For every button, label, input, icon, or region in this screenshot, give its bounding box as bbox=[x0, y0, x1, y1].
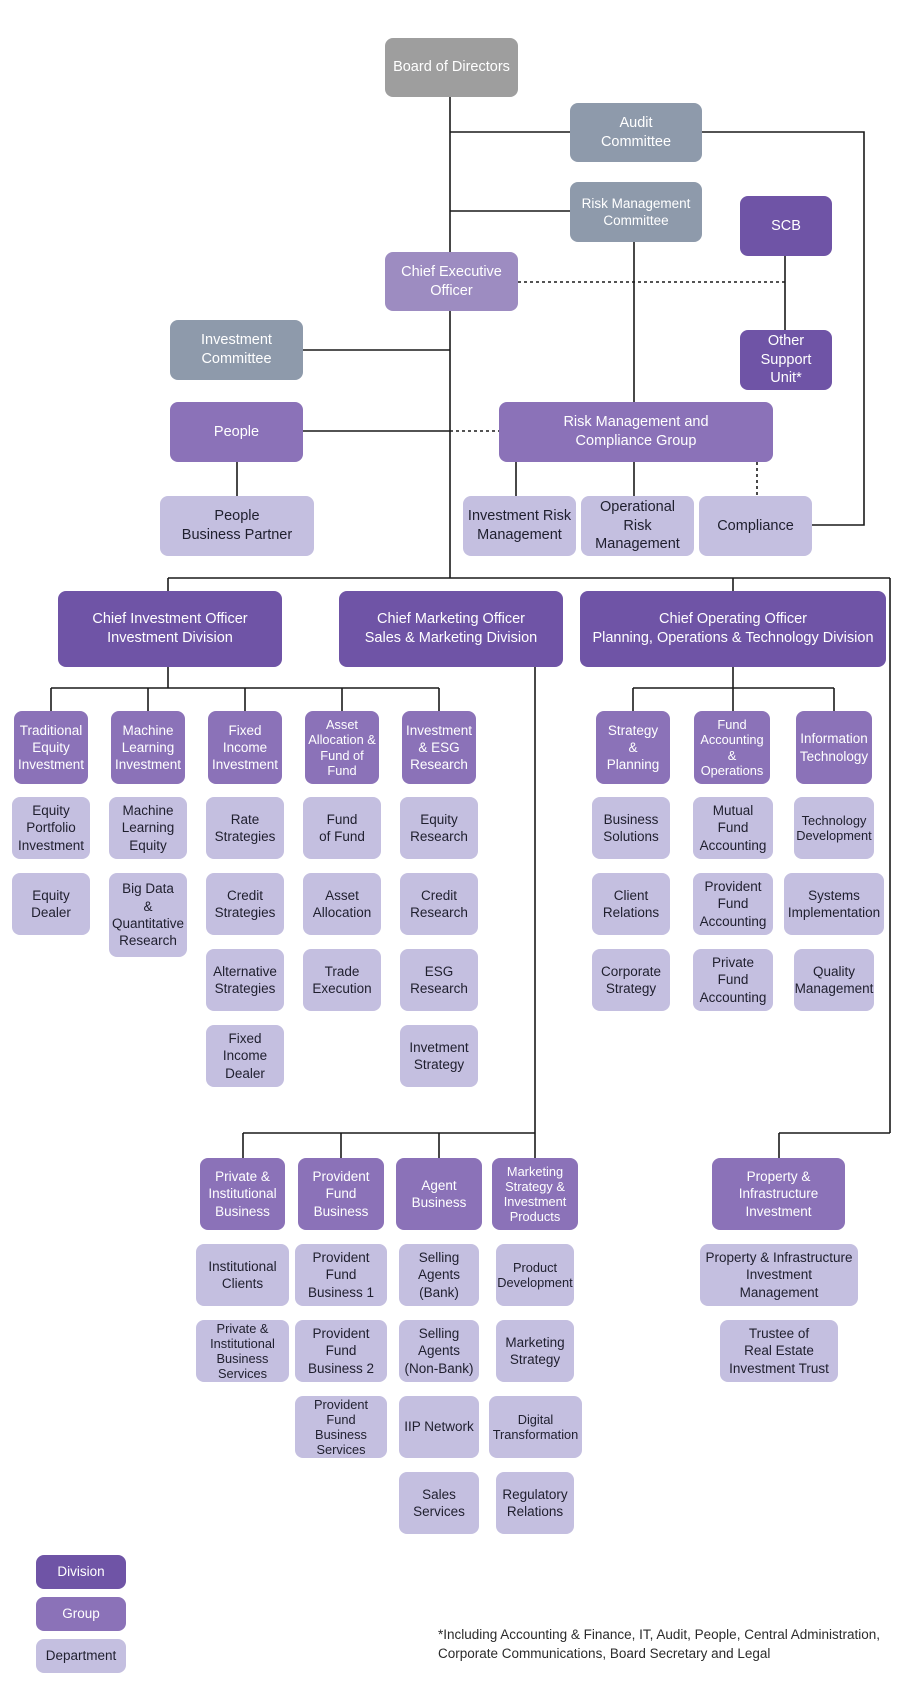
dept-property-infrastructure-management: Property & Infrastructure Investment Man… bbox=[700, 1244, 858, 1306]
legend-division: Division bbox=[36, 1555, 126, 1589]
dept-business-solutions: Business Solutions bbox=[592, 797, 670, 859]
chief-executive-officer-box: Chief Executive Officer bbox=[385, 252, 518, 311]
dept-iip-network: IIP Network bbox=[399, 1396, 479, 1458]
legend-department: Department bbox=[36, 1639, 126, 1673]
dept-esg-research: ESG Research bbox=[400, 949, 478, 1011]
dept-provident-fund-business-1: Provident Fund Business 1 bbox=[295, 1244, 387, 1306]
group-agent-business: Agent Business bbox=[396, 1158, 482, 1230]
dept-alternative-strategies: Alternative Strategies bbox=[206, 949, 284, 1011]
dept-asset-allocation: Asset Allocation bbox=[303, 873, 381, 935]
group-investment-esg-research: Investment & ESG Research bbox=[402, 711, 476, 784]
dept-product-development: Product Development bbox=[496, 1244, 574, 1306]
dept-equity-research: Equity Research bbox=[400, 797, 478, 859]
board-of-directors-box: Board of Directors bbox=[385, 38, 518, 97]
cmo-division-box: Chief Marketing Officer Sales & Marketin… bbox=[339, 591, 563, 667]
group-provident-fund-business: Provident Fund Business bbox=[298, 1158, 384, 1230]
dept-marketing-strategy: Marketing Strategy bbox=[496, 1320, 574, 1382]
audit-committee-box: Audit Committee bbox=[570, 103, 702, 162]
group-fund-accounting-operations: Fund Accounting & Operations bbox=[694, 711, 770, 784]
dept-selling-agents-non-bank: Selling Agents (Non-Bank) bbox=[399, 1320, 479, 1382]
group-traditional-equity: Traditional Equity Investment bbox=[14, 711, 88, 784]
investment-risk-management-box: Investment Risk Management bbox=[463, 496, 576, 556]
coo-division-box: Chief Operating Officer Planning, Operat… bbox=[580, 591, 886, 667]
dept-big-data-quantitative: Big Data & Quantitative Research bbox=[109, 873, 187, 957]
group-private-institutional-business: Private & Institutional Business bbox=[200, 1158, 285, 1230]
dept-equity-dealer: Equity Dealer bbox=[12, 873, 90, 935]
dept-systems-implementation: Systems Implementation bbox=[784, 873, 884, 935]
operational-risk-management-box: Operational Risk Management bbox=[581, 496, 694, 556]
legend-group: Group bbox=[36, 1597, 126, 1631]
dept-provident-fund-business-2: Provident Fund Business 2 bbox=[295, 1320, 387, 1382]
people-business-partner-box: People Business Partner bbox=[160, 496, 314, 556]
dept-machine-learning-equity: Machine Learning Equity bbox=[109, 797, 187, 859]
dept-technology-development: Technology Development bbox=[794, 797, 874, 859]
group-strategy-planning: Strategy & Planning bbox=[596, 711, 670, 784]
group-fixed-income: Fixed Income Investment bbox=[208, 711, 282, 784]
dept-private-fund-accounting: Private Fund Accounting bbox=[693, 949, 773, 1011]
dept-invetment-strategy: Invetment Strategy bbox=[400, 1025, 478, 1087]
dept-selling-agents-bank: Selling Agents (Bank) bbox=[399, 1244, 479, 1306]
dept-quality-management: Quality Management bbox=[794, 949, 874, 1011]
dept-private-institutional-business-services: Private & Institutional Business Service… bbox=[196, 1320, 289, 1382]
investment-committee-box: Investment Committee bbox=[170, 320, 303, 380]
group-asset-allocation: Asset Allocation & Fund of Fund bbox=[305, 711, 379, 784]
dept-institutional-clients: Institutional Clients bbox=[196, 1244, 289, 1306]
footnote: *Including Accounting & Finance, IT, Aud… bbox=[438, 1627, 881, 1662]
scb-box: SCB bbox=[740, 196, 832, 256]
dept-trade-execution: Trade Execution bbox=[303, 949, 381, 1011]
dept-fixed-income-dealer: Fixed Income Dealer bbox=[206, 1025, 284, 1087]
dept-provident-fund-business-services: Provident Fund Business Services bbox=[295, 1396, 387, 1458]
dept-provident-fund-accounting: Provident Fund Accounting bbox=[693, 873, 773, 935]
cio-division-box: Chief Investment Officer Investment Divi… bbox=[58, 591, 282, 667]
group-property-infrastructure-investment: Property & Infrastructure Investment bbox=[712, 1158, 845, 1230]
dept-credit-research: Credit Research bbox=[400, 873, 478, 935]
dept-sales-services: Sales Services bbox=[399, 1472, 479, 1534]
dept-credit-strategies: Credit Strategies bbox=[206, 873, 284, 935]
risk-management-committee-box: Risk Management Committee bbox=[570, 182, 702, 242]
people-group-box: People bbox=[170, 402, 303, 462]
risk-management-compliance-group-box: Risk Management and Compliance Group bbox=[499, 402, 773, 462]
dept-rate-strategies: Rate Strategies bbox=[206, 797, 284, 859]
dept-client-relations: Client Relations bbox=[592, 873, 670, 935]
group-information-technology: Information Technology bbox=[796, 711, 872, 784]
dept-equity-portfolio-investment: Equity Portfolio Investment bbox=[12, 797, 90, 859]
dept-trustee-reit: Trustee of Real Estate Investment Trust bbox=[720, 1320, 838, 1382]
dept-regulatory-relations: Regulatory Relations bbox=[496, 1472, 574, 1534]
group-marketing-strategy-investment-products: Marketing Strategy & Investment Products bbox=[492, 1158, 578, 1230]
dept-corporate-strategy: Corporate Strategy bbox=[592, 949, 670, 1011]
dept-mutual-fund-accounting: Mutual Fund Accounting bbox=[693, 797, 773, 859]
other-support-unit-box: Other Support Unit* bbox=[740, 330, 832, 390]
dept-digital-transformation: Digital Transformation bbox=[489, 1396, 582, 1458]
group-machine-learning: Machine Learning Investment bbox=[111, 711, 185, 784]
compliance-box: Compliance bbox=[699, 496, 812, 556]
dept-fund-of-fund: Fund of Fund bbox=[303, 797, 381, 859]
